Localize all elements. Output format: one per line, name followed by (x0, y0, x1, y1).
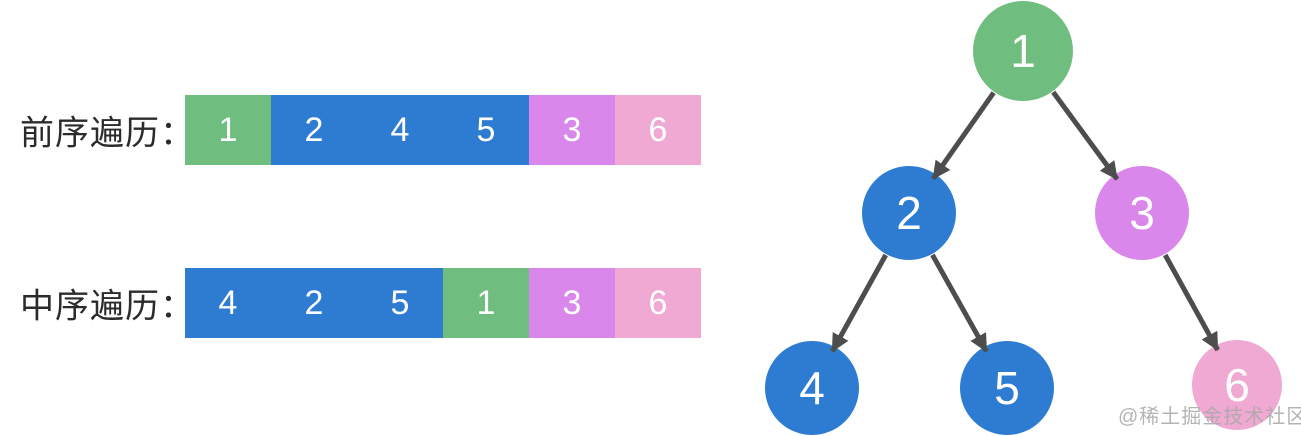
inorder-cell-5: 5 (357, 268, 443, 338)
preorder-cell-1: 1 (185, 95, 271, 165)
preorder-cell-5: 5 (443, 95, 529, 165)
inorder-cell-6: 6 (615, 268, 701, 338)
tree-edge-3-6 (1163, 253, 1220, 352)
preorder-cell-3: 3 (529, 95, 615, 165)
tree-node-label-3: 3 (1129, 187, 1155, 239)
tree-node-6 (1192, 340, 1282, 430)
tree-edge-1-2 (931, 91, 996, 181)
inorder-cell-1: 1 (443, 268, 529, 338)
tree-node-2 (862, 166, 956, 260)
inorder-cell-3: 3 (529, 268, 615, 338)
watermark: @稀土掘金技术社区 (1118, 406, 1301, 428)
tree-node-label-2: 2 (896, 187, 922, 239)
preorder-cell-2: 2 (271, 95, 357, 165)
tree-edge-1-3 (1051, 90, 1120, 181)
inorder-cell-2: 2 (271, 268, 357, 338)
preorder-cell-4: 4 (357, 95, 443, 165)
preorder-cell-6: 6 (615, 95, 701, 165)
tree-node-label-4: 4 (799, 362, 825, 414)
inorder-label: 中序遍历： (20, 287, 195, 326)
tree-node-label-1: 1 (1010, 25, 1036, 77)
inorder-cell-4: 4 (185, 268, 271, 338)
preorder-label: 前序遍历： (20, 114, 195, 153)
tree-node-5 (960, 341, 1054, 435)
tree-edge-2-5 (930, 253, 989, 353)
tree-node-3 (1095, 166, 1189, 260)
tree-node-4 (765, 341, 859, 435)
tree-node-label-5: 5 (994, 362, 1020, 414)
tree-edge-2-4 (830, 253, 888, 353)
tree-node-1 (973, 1, 1073, 101)
tree-node-label-6: 6 (1224, 359, 1250, 411)
